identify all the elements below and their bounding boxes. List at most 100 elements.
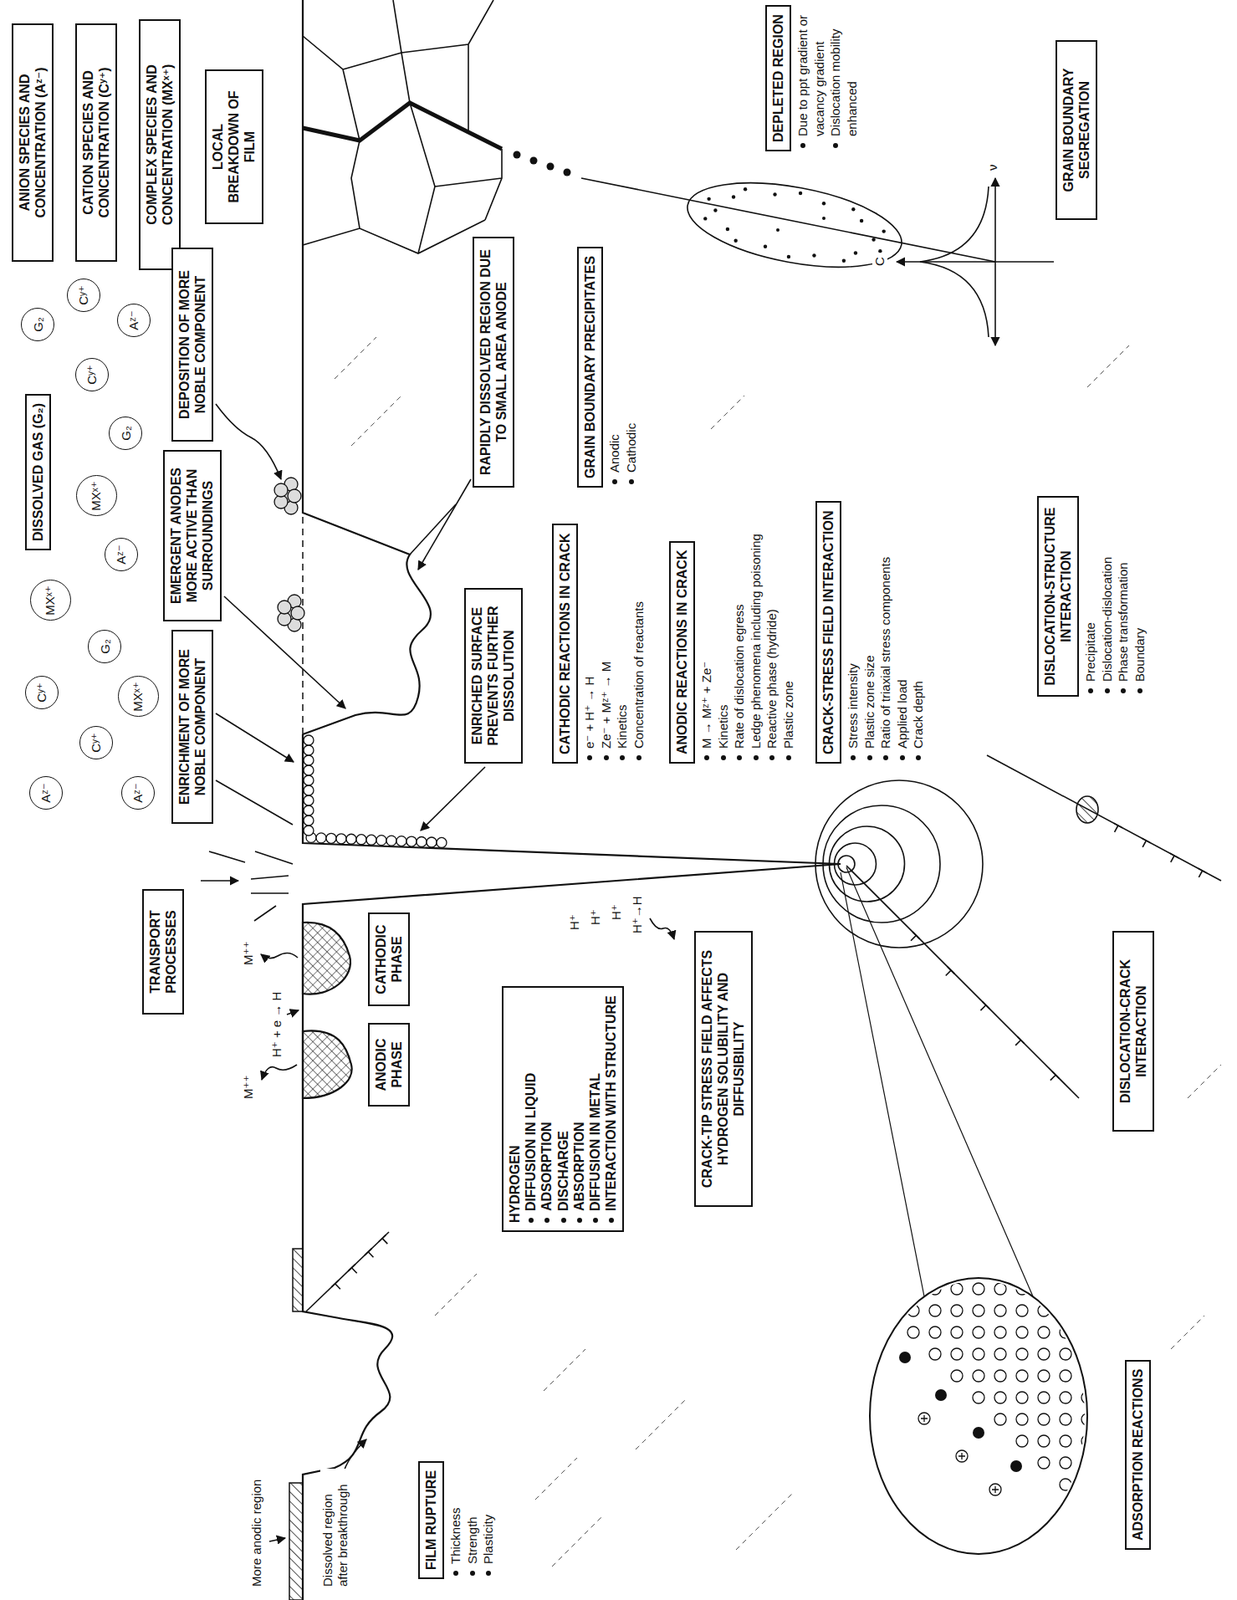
bullet-dot <box>453 1570 459 1576</box>
dislocation-symbol <box>382 1238 388 1244</box>
dislocation-symbol <box>1198 870 1202 878</box>
lattice-atom <box>1081 1478 1094 1491</box>
lattice-atom <box>1037 1413 1050 1426</box>
lattice-atom <box>1103 1456 1115 1469</box>
dislocation-symbol <box>1015 1040 1021 1046</box>
bullet-item: Anodic <box>606 423 624 485</box>
lattice-atom <box>1016 1369 1028 1382</box>
box-label: DISSOLVED GAS (G₂) <box>30 403 47 542</box>
adsorbed-ion <box>991 1486 999 1493</box>
lattice-atom <box>1059 1261 1072 1273</box>
box-heading: ANODIC REACTIONS IN CRACK <box>674 550 691 755</box>
leader-arrows <box>649 918 675 940</box>
bullet-dot <box>544 1217 550 1223</box>
box-label: COMPLEX SPECIES AND CONCENTRATION (MXˣ⁺) <box>143 28 176 261</box>
lattice-atom <box>863 1261 876 1273</box>
list-item: Kinetics <box>715 704 732 749</box>
slip-traces <box>334 337 1222 1567</box>
ion-symbol: Cʸ⁺ <box>84 364 100 385</box>
bullet-dot <box>867 755 873 761</box>
adsorbed-ion <box>958 1452 966 1460</box>
lattice-atom <box>1059 1435 1072 1447</box>
enriched-atom <box>303 785 314 796</box>
plastic-zone <box>834 843 877 885</box>
label-box: EMERGENT ANODES MORE ACTIVE THAN SURROUN… <box>163 449 222 622</box>
ion-symbol: Aᶻ⁻ <box>38 782 54 803</box>
lattice-atom <box>1059 1283 1072 1295</box>
label-box: CRACK-TIP STRESS FIELD AFFECTS HYDROGEN … <box>694 930 753 1207</box>
box-label: LOCAL BREAKDOWN OF FILM <box>209 78 259 215</box>
leader-arrows <box>215 403 282 480</box>
lattice-atom <box>1037 1369 1050 1382</box>
precipitate-dot <box>822 201 826 205</box>
lattice-atom <box>1016 1348 1028 1360</box>
list-item: Strength <box>464 1516 481 1565</box>
lattice-atom <box>950 1261 963 1273</box>
bullet-item: ABSORPTION <box>571 995 588 1223</box>
box-heading: CRACK-STRESS FIELD INTERACTION <box>820 510 837 755</box>
lattice-atom <box>950 1369 963 1382</box>
bullet-item: Dislocation-dislocation <box>1098 557 1116 694</box>
bullet-item: Ratio of triaxial stress components <box>877 557 895 761</box>
bullet-dot <box>577 1217 583 1223</box>
lattice-atom <box>929 1261 941 1273</box>
bullet-dot <box>1137 688 1143 694</box>
segregation-dot <box>530 157 538 165</box>
lattice-atom <box>863 1283 876 1295</box>
bullet-item: Reactive phase (hydride) <box>763 533 781 761</box>
segregation-plot <box>994 178 997 346</box>
list-item: Stress intensity <box>844 663 862 749</box>
label-box: ANION SPECIES AND CONCENTRATION (Aᶻ⁻) <box>11 23 54 262</box>
segregation-plot <box>920 186 989 338</box>
label-box: RAPIDLY DISSOLVED REGION DUE TO SMALL AR… <box>472 236 515 488</box>
list-item: DIFFUSION IN METAL <box>587 1073 604 1212</box>
lattice-atom <box>929 1304 941 1317</box>
lattice-atom <box>972 1391 985 1404</box>
bullet-list: Stress intensityPlastic zone sizeRatio o… <box>844 557 927 761</box>
lattice-atom <box>885 1304 898 1317</box>
bullet-item: Thickness <box>447 1507 465 1576</box>
plastic-zone <box>829 826 905 902</box>
lattice-atom <box>1037 1283 1050 1295</box>
annotation-label: H⁺ <box>567 913 583 931</box>
enriched-atom <box>316 833 327 844</box>
list-item: Plastic zone <box>780 680 798 749</box>
label-box: FILM RUPTUREThicknessStrengthPlasticity <box>418 1461 445 1580</box>
bullet-dot <box>608 1217 614 1223</box>
dislocation-symbol <box>1142 840 1146 848</box>
lattice-atom <box>1037 1304 1050 1317</box>
box-heading: CATHODIC REACTIONS IN CRACK <box>557 532 573 755</box>
box-label: CATHODIC PHASE <box>373 921 405 997</box>
precipitate-dot <box>871 237 875 241</box>
enriched-atom <box>336 833 347 844</box>
dislocation-symbol <box>368 1252 374 1258</box>
label-box: ANODIC PHASE <box>368 1022 410 1107</box>
bullet-dot <box>619 755 625 761</box>
ion-symbol: MXˣ⁺ <box>42 585 58 615</box>
ion-symbol: MXˣ⁺ <box>88 480 104 511</box>
lattice-atom <box>972 1326 985 1339</box>
box-label: RAPIDLY DISSOLVED REGION DUE TO SMALL AR… <box>477 245 510 479</box>
list-item: Rate of dislocation egress <box>730 603 748 749</box>
precipitate-dot <box>798 191 803 195</box>
dislocation-symbol <box>910 935 916 941</box>
ion-symbol: Aᶻ⁻ <box>113 544 129 564</box>
deposit <box>277 600 292 614</box>
ion-symbol: MXˣ⁺ <box>130 681 146 711</box>
adsorbed-ion <box>989 1483 1002 1496</box>
label-box: COMPLEX SPECIES AND CONCENTRATION (MXˣ⁺) <box>138 19 181 271</box>
leader-arrows <box>420 766 486 831</box>
lattice-atom <box>1059 1391 1072 1404</box>
bullet-dot <box>1088 688 1094 694</box>
enriched-atom <box>303 745 314 756</box>
bullet-dot <box>915 755 921 761</box>
ion-circle: G₂ <box>108 416 143 450</box>
bullet-list: ThicknessStrengthPlasticity <box>447 1507 497 1576</box>
lattice-atom <box>907 1283 920 1295</box>
leader-arrows <box>215 713 294 825</box>
label-box: ENRICHMENT OF MORE NOBLE COMPONENT <box>171 629 214 824</box>
bullet-item: e⁻ + H⁺ → H <box>581 601 599 761</box>
lattice-atom <box>1103 1261 1115 1273</box>
list-item: Crack depth <box>909 680 927 749</box>
bullet-item: Kinetics <box>613 601 631 761</box>
